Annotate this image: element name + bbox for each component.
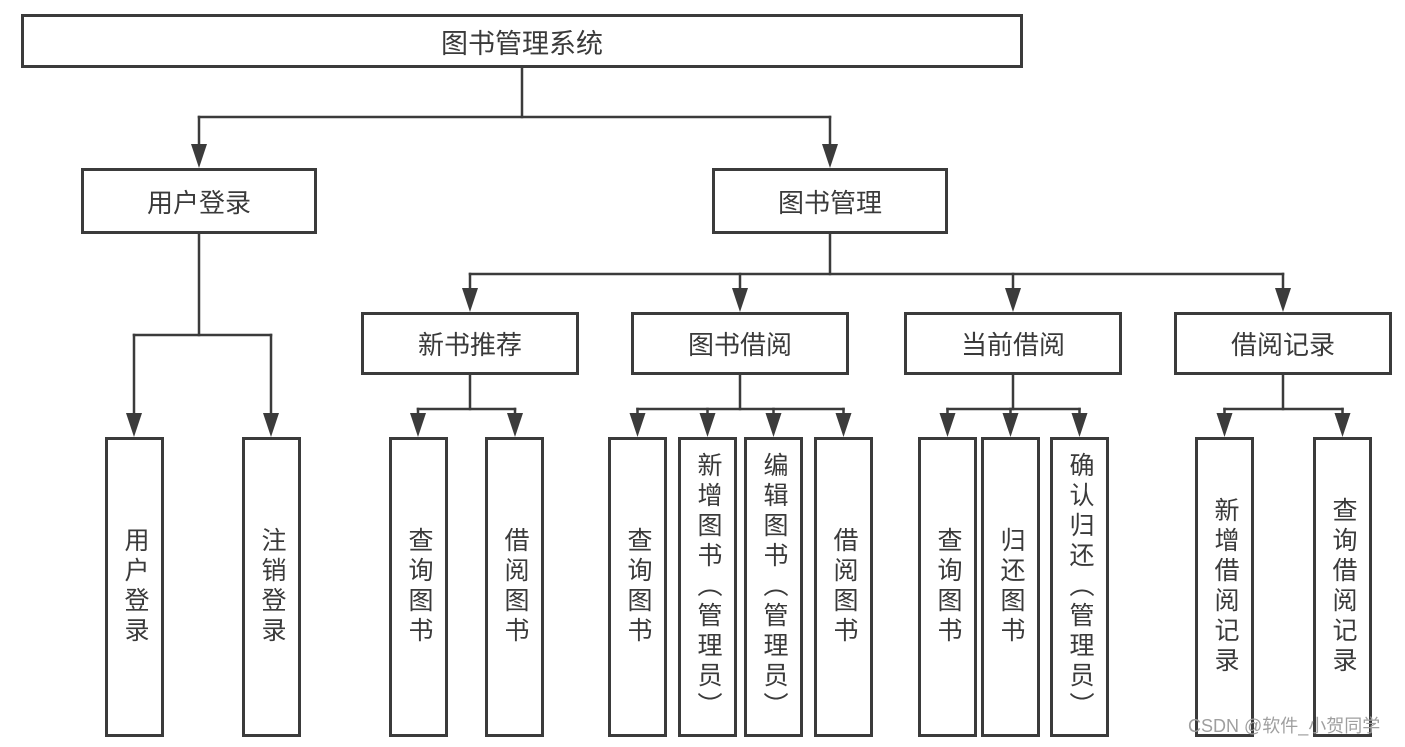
leaf-edit-book-admin: 编辑图书（管理员） [744,437,803,737]
node-label: 新书推荐 [417,330,522,360]
node-current-borrowing: 当前借阅 [904,312,1122,375]
node-borrowing-records: 借阅记录 [1174,312,1392,375]
leaf-label: 查询图书 [405,527,433,647]
node-book-management: 图书管理 [712,168,948,234]
leaf-add-book-admin: 新增图书（管理员） [678,437,737,737]
leaf-label: 编辑图书（管理员） [760,452,788,722]
node-label: 图书借阅 [687,330,792,360]
leaf-query-books-current: 查询图书 [918,437,977,737]
leaf-label: 借阅图书 [830,527,858,647]
leaf-add-borrow-record: 新增借阅记录 [1195,437,1254,737]
node-label: 图书管理 [777,187,882,218]
node-book-borrowing: 图书借阅 [631,312,849,375]
leaf-query-books-borrowing: 查询图书 [608,437,667,737]
node-label: 当前借阅 [960,330,1065,360]
leaf-label: 查询图书 [624,527,652,647]
node-label: 用户登录 [146,187,251,218]
node-label: 借阅记录 [1230,330,1335,360]
leaf-label: 用户登录 [121,527,149,647]
node-label: 图书管理系统 [441,28,603,59]
leaf-label: 查询借阅记录 [1329,497,1357,677]
leaf-label: 新增借阅记录 [1211,497,1239,677]
leaf-user-login: 用户登录 [105,437,164,737]
leaf-borrow-books-borrowing: 借阅图书 [814,437,873,737]
leaf-label: 注销登录 [258,527,286,647]
leaf-logout: 注销登录 [242,437,301,737]
leaf-label: 新增图书（管理员） [694,452,722,722]
leaf-label: 归还图书 [997,527,1025,647]
node-user-login: 用户登录 [81,168,317,234]
watermark: CSDN @软件_小贺同学 [1188,716,1381,736]
leaf-query-books-recommend: 查询图书 [389,437,448,737]
leaf-label: 查询图书 [934,527,962,647]
leaf-confirm-return-admin: 确认归还（管理员） [1050,437,1109,737]
leaf-label: 确认归还（管理员） [1066,452,1094,722]
leaf-borrow-books-recommend: 借阅图书 [485,437,544,737]
node-library-management-system: 图书管理系统 [21,14,1023,68]
leaf-return-book: 归还图书 [981,437,1040,737]
node-new-book-recommendation: 新书推荐 [361,312,579,375]
leaf-query-borrow-record: 查询借阅记录 [1313,437,1372,737]
leaf-label: 借阅图书 [501,527,529,647]
